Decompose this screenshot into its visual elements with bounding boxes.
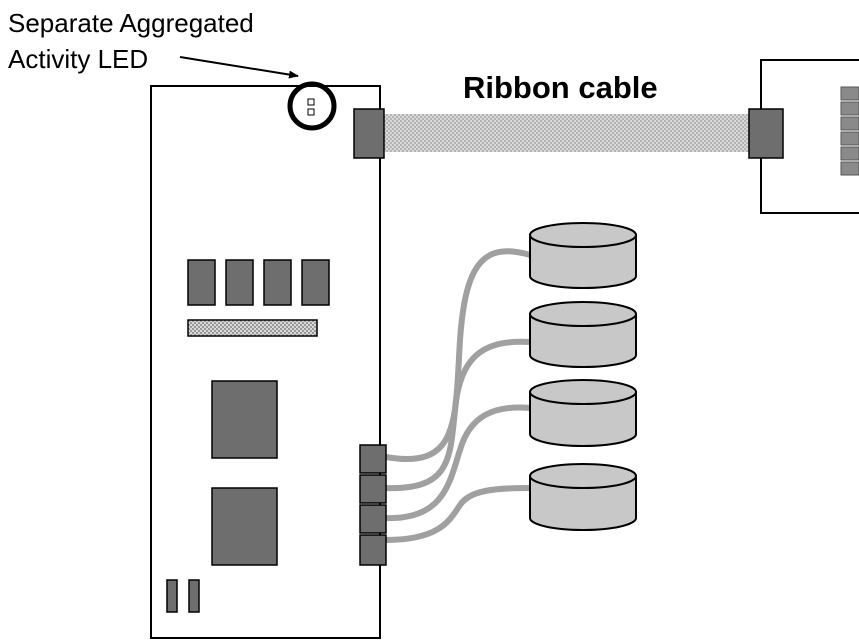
jumper-pin: [188, 579, 200, 613]
panel-ribbon-connector: [748, 108, 784, 159]
ram-chip: [263, 259, 292, 306]
disk-drive: [529, 222, 637, 289]
jumper-pin: [166, 579, 178, 613]
processor-chip: [211, 380, 278, 459]
ram-chip: [301, 259, 330, 306]
ram-chip: [225, 259, 254, 306]
drive-connector: [359, 504, 387, 534]
activity-led: [307, 98, 315, 116]
drive-cable: [383, 485, 533, 543]
ribbon-cable: [383, 114, 751, 152]
disk-drive: [529, 463, 637, 531]
activity-led-highlight: [287, 81, 337, 131]
disk-drive: [529, 301, 637, 368]
panel-led-array: [840, 86, 859, 176]
processor-chip: [211, 487, 278, 566]
drive-cable: [383, 404, 533, 522]
ram-chip: [187, 259, 216, 306]
drive-connector: [359, 444, 387, 474]
circuit-strip: [187, 319, 318, 337]
disk-drive: [529, 379, 637, 447]
drive-connector: [359, 474, 387, 504]
drive-connector: [359, 534, 387, 566]
card-ribbon-connector: [353, 108, 385, 159]
led-pointer-arrow: [179, 56, 299, 79]
drive-cables: [383, 248, 533, 543]
led-label-line2: Activity LED: [8, 44, 148, 74]
drive-cable: [383, 248, 533, 462]
ribbon-cable-label: Ribbon cable: [463, 70, 658, 105]
led-label-line1: Separate Aggregated: [8, 8, 254, 38]
drive-cable: [383, 338, 533, 492]
